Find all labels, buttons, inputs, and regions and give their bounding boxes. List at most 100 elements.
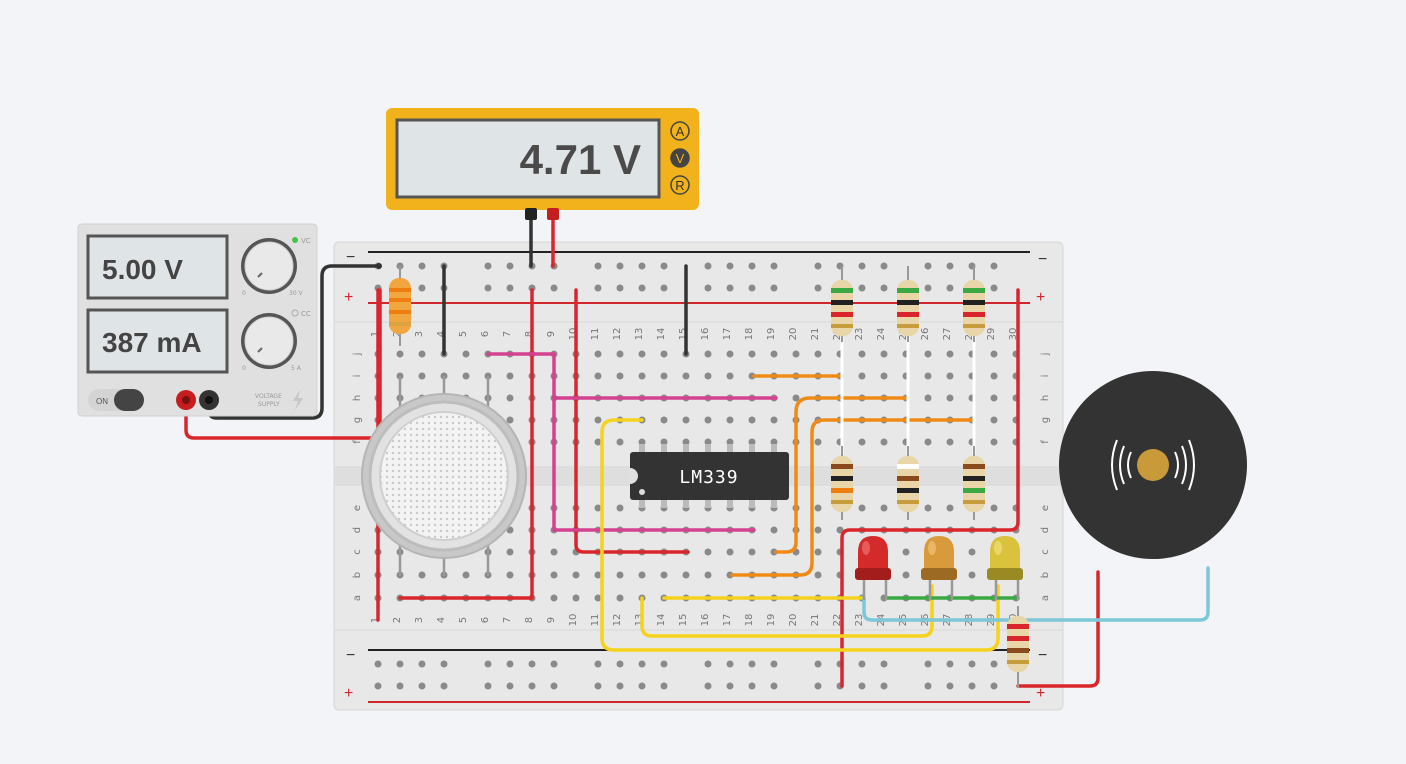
breadboard-hole[interactable] (902, 548, 910, 556)
breadboard-hole[interactable] (616, 571, 624, 579)
breadboard-hole[interactable] (770, 438, 778, 446)
voltage-knob[interactable] (241, 238, 297, 294)
breadboard-hole[interactable] (594, 350, 602, 358)
breadboard-hole[interactable] (726, 438, 734, 446)
breadboard-hole[interactable] (726, 682, 734, 690)
breadboard-hole[interactable] (704, 284, 712, 292)
breadboard-hole[interactable] (704, 372, 712, 380)
wire-yellow-output[interactable] (640, 584, 934, 638)
breadboard-hole[interactable] (528, 284, 536, 292)
breadboard-hole[interactable] (924, 504, 932, 512)
breadboard-hole[interactable] (946, 394, 954, 402)
wire-orange-ref[interactable] (730, 418, 974, 577)
breadboard-hole[interactable] (704, 416, 712, 424)
breadboard-hole[interactable] (946, 682, 954, 690)
breadboard-hole[interactable] (946, 372, 954, 380)
breadboard-hole[interactable] (880, 350, 888, 358)
breadboard-hole[interactable] (594, 660, 602, 668)
breadboard-hole[interactable] (616, 372, 624, 380)
breadboard-hole[interactable] (814, 350, 822, 358)
breadboard-hole[interactable] (528, 660, 536, 668)
breadboard-hole[interactable] (814, 548, 822, 556)
breadboard-hole[interactable] (968, 571, 976, 579)
breadboard-hole[interactable] (484, 284, 492, 292)
breadboard-hole[interactable] (748, 350, 756, 358)
breadboard-hole[interactable] (660, 571, 668, 579)
breadboard-hole[interactable] (880, 504, 888, 512)
breadboard-hole[interactable] (814, 504, 822, 512)
multimeter-mode-v-button[interactable]: V (670, 148, 690, 168)
breadboard-hole[interactable] (748, 372, 756, 380)
breadboard-hole[interactable] (528, 682, 536, 690)
breadboard-hole[interactable] (396, 682, 404, 690)
breadboard-hole[interactable] (990, 394, 998, 402)
breadboard-hole[interactable] (770, 660, 778, 668)
breadboard-hole[interactable] (814, 682, 822, 690)
breadboard-hole[interactable] (506, 372, 514, 380)
breadboard-hole[interactable] (616, 660, 624, 668)
piezo-buzzer[interactable] (1059, 371, 1247, 559)
breadboard-hole[interactable] (748, 660, 756, 668)
breadboard-hole[interactable] (880, 262, 888, 270)
breadboard-hole[interactable] (462, 350, 470, 358)
breadboard-hole[interactable] (506, 284, 514, 292)
breadboard-hole[interactable] (374, 660, 382, 668)
breadboard-hole[interactable] (396, 660, 404, 668)
breadboard-hole[interactable] (594, 262, 602, 270)
breadboard-hole[interactable] (880, 438, 888, 446)
breadboard-hole[interactable] (924, 284, 932, 292)
breadboard-hole[interactable] (660, 660, 668, 668)
breadboard-hole[interactable] (748, 548, 756, 556)
breadboard-hole[interactable] (704, 660, 712, 668)
breadboard-hole[interactable] (924, 438, 932, 446)
breadboard-hole[interactable] (594, 504, 602, 512)
power-toggle-switch[interactable]: ON (88, 389, 144, 411)
breadboard-hole[interactable] (770, 350, 778, 358)
breadboard-hole[interactable] (726, 284, 734, 292)
breadboard-hole[interactable] (770, 526, 778, 534)
breadboard-hole[interactable] (968, 660, 976, 668)
breadboard-hole[interactable] (924, 372, 932, 380)
breadboard-hole[interactable] (924, 394, 932, 402)
breadboard-hole[interactable] (924, 660, 932, 668)
breadboard-hole[interactable] (418, 660, 426, 668)
resistor-r5[interactable] (831, 446, 853, 520)
breadboard-hole[interactable] (990, 682, 998, 690)
breadboard-hole[interactable] (682, 416, 690, 424)
wire-red-jumper[interactable] (574, 288, 690, 554)
resistor-r2[interactable] (831, 266, 853, 342)
breadboard-hole[interactable] (638, 284, 646, 292)
breadboard-hole[interactable] (880, 682, 888, 690)
breadboard-hole[interactable] (726, 416, 734, 424)
breadboard-hole[interactable] (814, 526, 822, 534)
breadboard-hole[interactable] (814, 438, 822, 446)
breadboard-hole[interactable] (506, 548, 514, 556)
breadboard-hole[interactable] (638, 372, 646, 380)
breadboard-hole[interactable] (550, 682, 558, 690)
breadboard-hole[interactable] (616, 504, 624, 512)
multimeter[interactable]: 4.71 V A V R (386, 108, 699, 220)
breadboard-hole[interactable] (726, 262, 734, 270)
psu-positive-terminal[interactable] (176, 390, 196, 410)
breadboard-hole[interactable] (792, 394, 800, 402)
breadboard-hole[interactable] (660, 284, 668, 292)
multimeter-mode-r-button[interactable]: R (670, 175, 690, 195)
breadboard-hole[interactable] (572, 594, 580, 602)
breadboard-hole[interactable] (550, 594, 558, 602)
breadboard-hole[interactable] (770, 262, 778, 270)
breadboard-hole[interactable] (682, 372, 690, 380)
breadboard-hole[interactable] (572, 571, 580, 579)
breadboard-hole[interactable] (506, 262, 514, 270)
breadboard-hole[interactable] (660, 262, 668, 270)
breadboard-hole[interactable] (990, 416, 998, 424)
breadboard-hole[interactable] (638, 571, 646, 579)
breadboard-hole[interactable] (946, 350, 954, 358)
breadboard-hole[interactable] (594, 416, 602, 424)
gas-sensor[interactable] (361, 376, 527, 576)
breadboard-hole[interactable] (704, 262, 712, 270)
breadboard-hole[interactable] (616, 438, 624, 446)
breadboard-hole[interactable] (682, 438, 690, 446)
resistor-r6[interactable] (897, 446, 919, 520)
breadboard-hole[interactable] (704, 571, 712, 579)
resistor-r7[interactable] (963, 446, 985, 520)
